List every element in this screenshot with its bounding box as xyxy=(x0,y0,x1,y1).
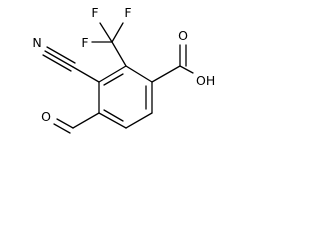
triple-bond-line xyxy=(46,46,76,64)
aldehyde-oxygen-label: O xyxy=(41,109,51,124)
ring-bond-inner xyxy=(103,73,124,86)
ring-bond xyxy=(125,112,153,129)
cf-bond-top-right xyxy=(111,22,124,43)
ring-to-nitrile-bond xyxy=(72,66,100,83)
bonds xyxy=(42,22,194,134)
triple-bond-line xyxy=(44,50,74,68)
molecule-structure: F F F N O OH O xyxy=(32,5,215,134)
fluorine-label-left: F xyxy=(81,35,88,50)
ring-bond xyxy=(98,112,127,129)
ring-bond xyxy=(125,65,153,83)
ring-to-cf3-bond xyxy=(111,41,127,67)
ring-bond-inner xyxy=(103,109,124,122)
ring-to-aldehyde-bond xyxy=(72,112,100,129)
hydroxyl-bond xyxy=(179,65,194,74)
atom-labels: F F F N O OH O xyxy=(32,5,215,124)
aldehyde-bond xyxy=(56,118,74,129)
aldehyde-bond-second xyxy=(53,123,71,134)
hydroxyl-label: OH xyxy=(196,73,215,88)
ring-to-carboxyl-bond xyxy=(151,65,181,83)
nitrogen-label: N xyxy=(32,35,41,50)
cf-bond-top-left xyxy=(99,22,113,43)
fluorine-label-top-right: F xyxy=(124,5,131,20)
ring-bond xyxy=(98,65,127,83)
triple-bond-line xyxy=(42,54,72,72)
carboxyl-oxygen-label: O xyxy=(178,28,188,43)
fluorine-label-top-left: F xyxy=(91,5,98,20)
